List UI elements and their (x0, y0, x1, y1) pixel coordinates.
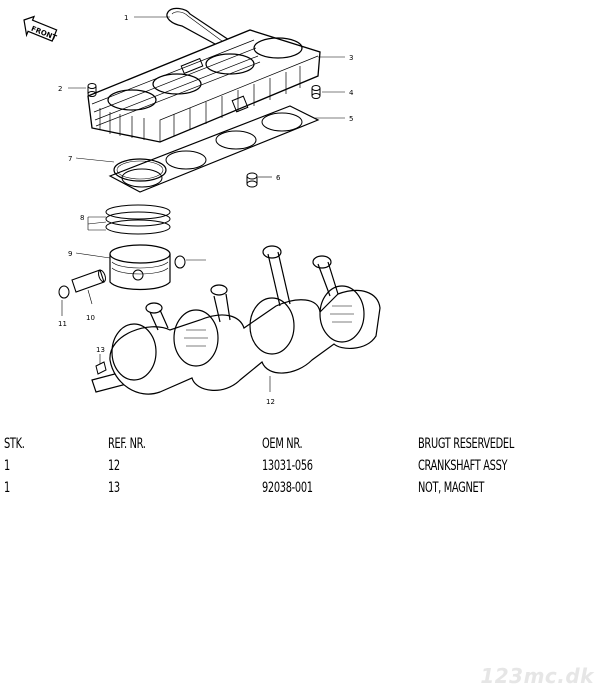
o-ring (113, 158, 167, 182)
watermark: 123mc.dk (480, 664, 594, 688)
callout-13: 13 (96, 346, 105, 354)
circlip-left (58, 285, 70, 299)
callout-3: 3 (349, 54, 353, 62)
piston-pin (71, 269, 106, 293)
cell-ref-nr: 12 (108, 458, 120, 474)
exploded-engine-diagram: FRONT (23, 7, 381, 406)
header-oem-nr: OEM NR. (262, 436, 303, 452)
cylinder-block (87, 29, 321, 143)
callout-1: 1 (124, 14, 128, 22)
dowel-6 (246, 172, 258, 188)
callout-6: 6 (276, 174, 281, 182)
crankshaft-assembly (91, 245, 381, 395)
header-ref-nr: REF. NR. (108, 436, 146, 452)
table-header-row: STK. REF. NR. OEM NR. BRUGT RESERVEDEL (0, 436, 600, 456)
dowel-pin-left (87, 83, 97, 97)
cell-oem-nr: 92038-001 (262, 480, 313, 496)
table-row: 1 12 13031-056 CRANKSHAFT ASSY (0, 458, 600, 478)
front-arrow-icon: FRONT (23, 15, 58, 42)
cell-stk: 1 (4, 458, 10, 474)
table-row: 1 13 92038-001 NOT, MAGNET (0, 480, 600, 500)
cell-part-name: CRANKSHAFT ASSY (418, 458, 508, 474)
callout-labels: 1 2 3 4 5 6 7 8 9 10 11 12 13 (58, 14, 354, 406)
cell-stk: 1 (4, 480, 10, 496)
piston-ring-set (105, 204, 171, 235)
callout-7: 7 (68, 155, 72, 163)
woodruff-key (95, 361, 107, 375)
callout-leaders (61, 16, 345, 392)
piston (109, 244, 171, 291)
circlip-right (174, 255, 186, 269)
dowel-pin-right (311, 85, 321, 99)
callout-11: 11 (58, 320, 67, 328)
callout-8: 8 (80, 214, 84, 222)
callout-5: 5 (349, 115, 353, 123)
callout-10: 10 (86, 314, 95, 322)
callout-12: 12 (266, 398, 275, 406)
callout-4: 4 (349, 89, 354, 97)
cell-oem-nr: 13031-056 (262, 458, 313, 474)
cell-part-name: NOT, MAGNET (418, 480, 485, 496)
header-stk: STK. (4, 436, 25, 452)
callout-2: 2 (58, 85, 62, 93)
callout-9: 9 (68, 250, 72, 258)
cell-ref-nr: 13 (108, 480, 120, 496)
header-part-name: BRUGT RESERVEDEL (418, 436, 514, 452)
